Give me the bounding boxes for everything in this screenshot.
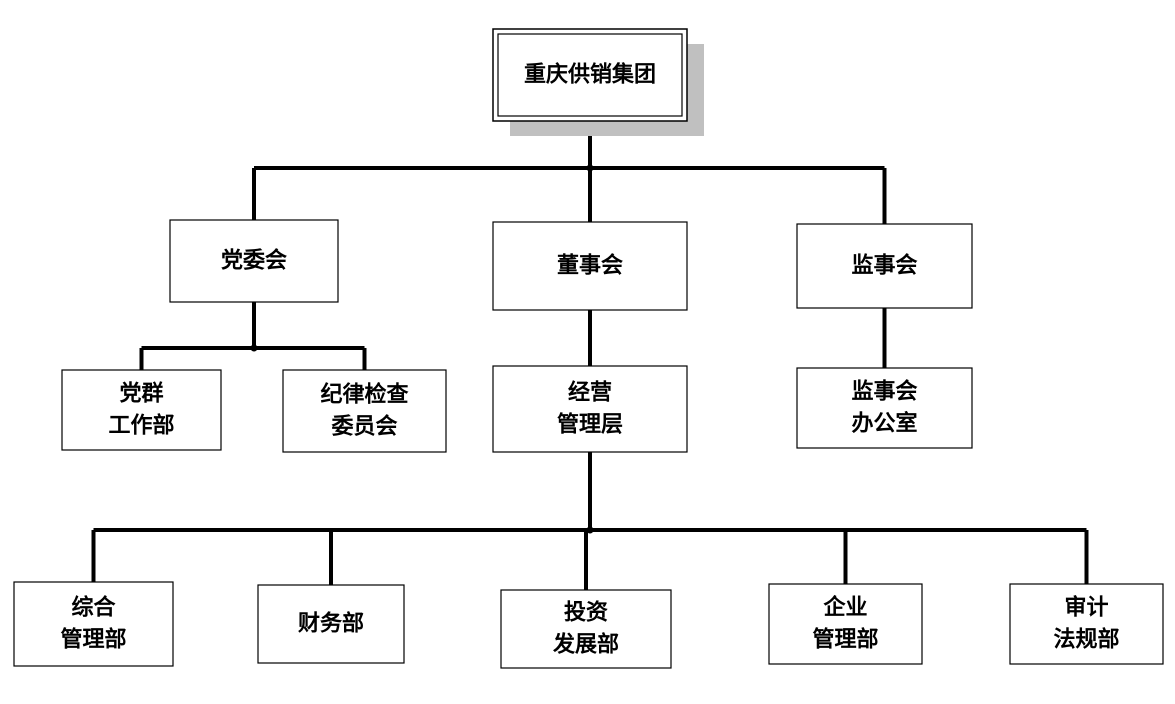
- node-board: 董事会: [492, 221, 688, 311]
- node-label: 综合: [71, 595, 116, 621]
- node-label: 监事会: [851, 253, 917, 279]
- root-box-inner: [497, 33, 683, 117]
- node-label: 纪律检查: [320, 382, 408, 408]
- node-label: 法规部: [1053, 627, 1119, 653]
- node-label: 董事会: [557, 253, 623, 279]
- node-box: [282, 369, 447, 453]
- connector-lines: [91, 121, 1089, 590]
- node-box: [796, 223, 973, 309]
- node-label: 财务部: [298, 611, 364, 637]
- node-box: [257, 584, 405, 664]
- node-label: 党委会: [221, 248, 287, 274]
- node-box: [796, 367, 973, 449]
- node-label: 投资: [564, 601, 608, 626]
- node-party-committee: 党委会: [169, 219, 339, 303]
- node-label: 监事会: [851, 379, 917, 405]
- node-label: 发展部: [552, 632, 619, 658]
- root-box-outer: [492, 28, 688, 122]
- node-box: [1009, 583, 1164, 665]
- node-label: 企业: [822, 595, 867, 621]
- node-box: [492, 221, 688, 311]
- node-box: [492, 365, 688, 453]
- node-supervisory-board: 监事会: [796, 223, 973, 309]
- node-root: 重庆供销集团: [492, 28, 704, 136]
- node-label: 管理部: [60, 627, 126, 653]
- org-nodes: 重庆供销集团党委会董事会监事会党群工作部纪律检查委员会经营管理层监事会办公室综合…: [13, 28, 1164, 669]
- node-finance-dept: 财务部: [257, 584, 405, 664]
- node-box: [61, 369, 222, 451]
- node-box: [768, 583, 923, 665]
- connector-junction-party-committee: [250, 344, 258, 352]
- node-box: [13, 581, 174, 667]
- node-box: [169, 219, 339, 303]
- node-label: 工作部: [108, 413, 174, 439]
- node-label: 办公室: [851, 411, 917, 437]
- node-label: 委员会: [331, 414, 397, 440]
- node-box: [500, 589, 672, 669]
- node-label: 审计: [1064, 595, 1108, 621]
- connector-junction-management: [586, 526, 594, 534]
- node-label: 经营: [568, 380, 612, 406]
- node-label: 管理层: [557, 412, 623, 438]
- node-label: 党群: [119, 381, 163, 407]
- node-label: 管理部: [812, 627, 878, 653]
- node-label: 重庆供销集团: [524, 62, 656, 88]
